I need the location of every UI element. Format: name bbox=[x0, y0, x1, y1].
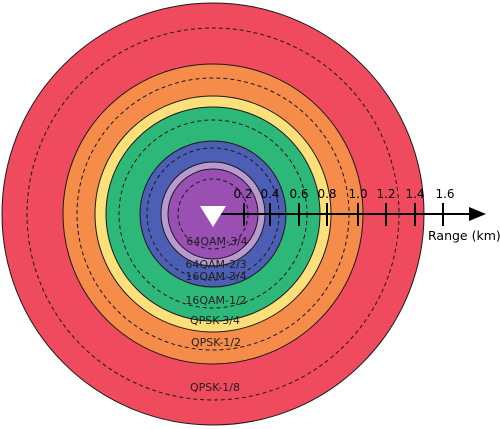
zone-label-64qam-3-4: 64QAM-3/4 bbox=[186, 235, 247, 248]
range-axis-arrowhead bbox=[469, 207, 486, 221]
zone-label-qpsk-1-8: QPSK-1/8 bbox=[190, 381, 240, 394]
zone-label-64qam-2-3: 64QAM-2/3 bbox=[185, 258, 246, 271]
zone-label-16qam-1-2: 16QAM-1/2 bbox=[185, 294, 246, 307]
tick-label: 0.2 bbox=[233, 187, 252, 201]
range-ticks bbox=[243, 203, 444, 226]
range-axis-label: Range (km) bbox=[428, 228, 500, 243]
zone-label-qpsk-1-2: QPSK-1/2 bbox=[191, 336, 241, 349]
zone-label-qpsk-3-4: QPSK-3/4 bbox=[190, 314, 240, 327]
tick-label: 0.4 bbox=[260, 187, 279, 201]
range-tick-labels: 0.2 0.4 0.6 0.8 1.0 1.2 1.4 1.6 bbox=[233, 187, 454, 201]
tick-label: 0.8 bbox=[317, 187, 336, 201]
base-station-triangle-icon bbox=[200, 206, 226, 227]
zone-labels: 64QAM-3/4 64QAM-2/3 16QAM-3/4 16QAM-1/2 … bbox=[185, 235, 247, 394]
tick-label: 1.6 bbox=[435, 187, 454, 201]
tick-label: 0.6 bbox=[289, 187, 308, 201]
tick-label: 1.4 bbox=[405, 187, 424, 201]
tick-label: 1.2 bbox=[376, 187, 395, 201]
tick-label: 1.0 bbox=[348, 187, 367, 201]
zone-label-16qam-3-4: 16QAM-3/4 bbox=[185, 270, 246, 283]
